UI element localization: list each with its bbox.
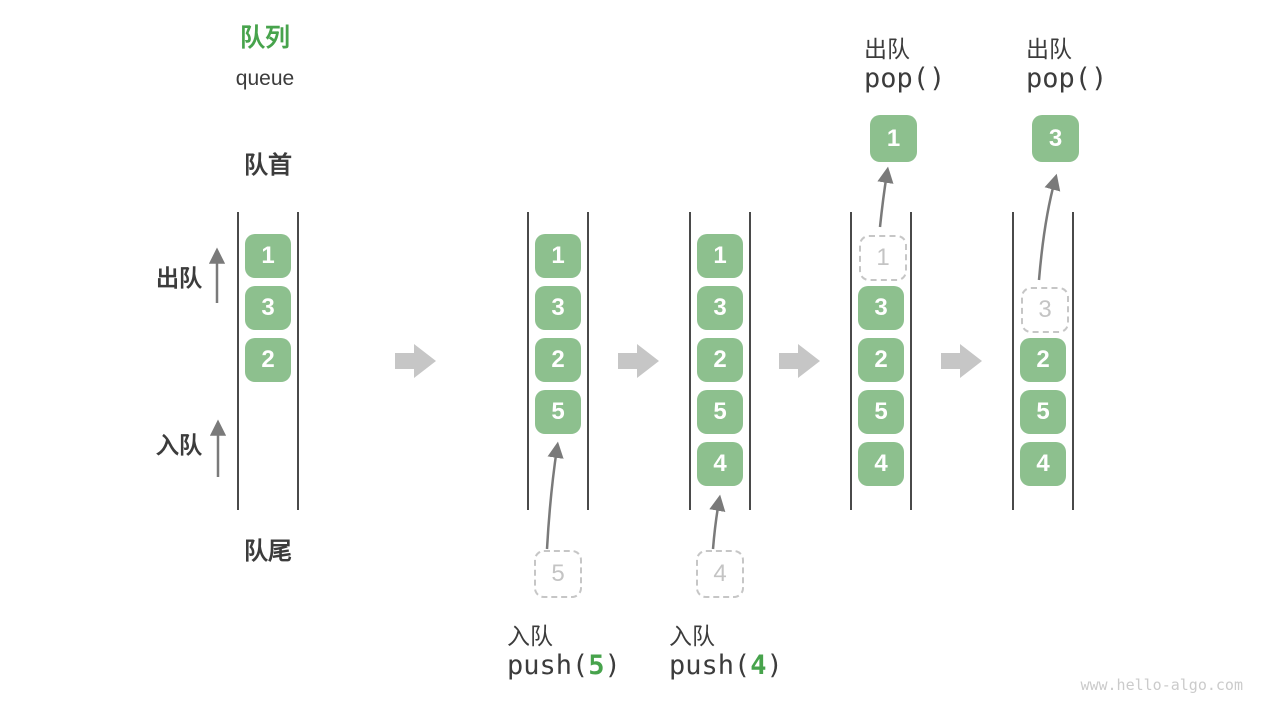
- dequeue-operation-code: pop(): [864, 63, 946, 94]
- queue-item: 4: [858, 442, 904, 486]
- diagram-title-block: 队列 queue: [200, 24, 330, 90]
- code-text: push(: [669, 650, 751, 681]
- code-text: ): [604, 650, 621, 681]
- queue-item-ghost: 3: [1021, 287, 1069, 333]
- code-text: ): [766, 650, 783, 681]
- enqueue-ghost-item: 4: [696, 550, 744, 598]
- queue-column-3: [689, 212, 751, 510]
- transition-arrow-icon: [395, 344, 436, 378]
- enqueue-operation-code: push(5): [507, 650, 621, 681]
- queue-item: 3: [858, 286, 904, 330]
- queue-item: 5: [1020, 390, 1066, 434]
- transition-arrow-icon: [941, 344, 982, 378]
- transition-arrow-icon: [618, 344, 659, 378]
- queue-item: 5: [535, 390, 581, 434]
- queue-item: 2: [1020, 338, 1066, 382]
- queue-item: 2: [697, 338, 743, 382]
- dequeue-operation-label: 出队: [864, 36, 910, 62]
- queue-item: 2: [245, 338, 291, 382]
- diagram-title: 队列: [239, 24, 290, 52]
- enqueue-operation-code: push(4): [669, 650, 783, 681]
- queue-item: 4: [697, 442, 743, 486]
- dequeue-operation-code: pop(): [1026, 63, 1108, 94]
- queue-column-1: [237, 212, 299, 510]
- queue-item: 2: [858, 338, 904, 382]
- queue-column-5: [1012, 212, 1074, 510]
- queue-column-4: [850, 212, 912, 510]
- popped-item: 3: [1032, 115, 1079, 162]
- queue-item: 4: [1020, 442, 1066, 486]
- queue-item: 1: [245, 234, 291, 278]
- code-text: push(: [507, 650, 589, 681]
- queue-item: 3: [245, 286, 291, 330]
- watermark: www.hello-algo.com: [1080, 676, 1243, 694]
- diagram-subtitle: queue: [235, 67, 295, 90]
- code-argument: 4: [750, 650, 767, 681]
- queue-item: 5: [697, 390, 743, 434]
- code-argument: 5: [588, 650, 605, 681]
- queue-item: 3: [535, 286, 581, 330]
- queue-item: 1: [697, 234, 743, 278]
- dequeue-operation-label: 出队: [1026, 36, 1072, 62]
- enqueue-ghost-item: 5: [534, 550, 582, 598]
- enqueue-operation-label: 入队: [507, 623, 553, 649]
- queue-item: 1: [535, 234, 581, 278]
- popped-item: 1: [870, 115, 917, 162]
- queue-item: 3: [697, 286, 743, 330]
- queue-column-2: [527, 212, 589, 510]
- queue-front-label: 队首: [244, 152, 292, 179]
- queue-item: 5: [858, 390, 904, 434]
- queue-rear-label: 队尾: [244, 538, 292, 565]
- queue-item-ghost: 1: [859, 235, 907, 281]
- enqueue-side-label: 入队: [156, 432, 202, 458]
- transition-arrow-icon: [779, 344, 820, 378]
- dequeue-side-label: 出队: [156, 265, 202, 291]
- enqueue-operation-label: 入队: [669, 623, 715, 649]
- queue-item: 2: [535, 338, 581, 382]
